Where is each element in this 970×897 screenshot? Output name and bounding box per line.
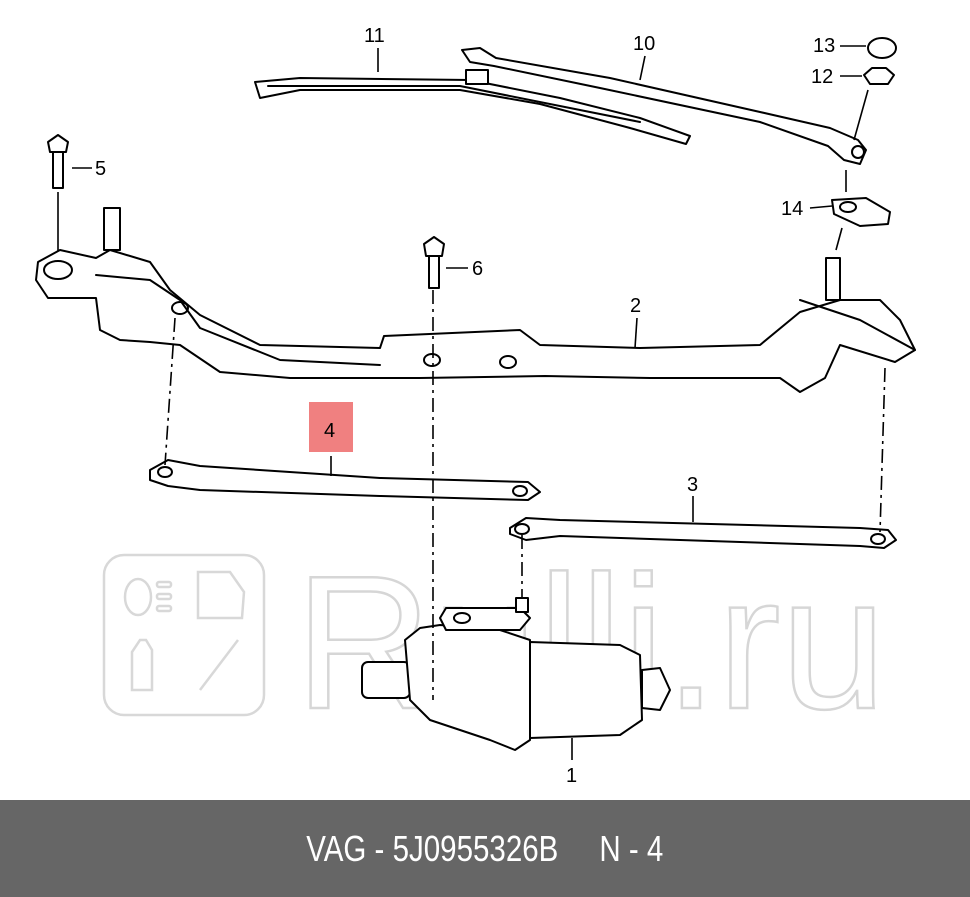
callout-4: 4 [324, 420, 335, 442]
leader-line [634, 317, 638, 349]
part-wiper-motor [361, 597, 671, 751]
parts-diagram: Rulli.ru [35, 25, 916, 787]
part-number-footer: VAG - 5J0955326B N - 4 [0, 800, 970, 897]
callout-10: 10 [633, 33, 655, 55]
alignment-line [164, 317, 176, 466]
part-number-label: VAG - 5J0955326B N - 4 [306, 827, 664, 869]
callout-3: 3 [687, 474, 698, 496]
callout-1: 1 [566, 765, 577, 787]
part-wiper-arm [461, 47, 867, 165]
part-bolt-5 [47, 134, 69, 258]
part-cap-and-nut [853, 37, 897, 141]
part-connecting-rod-3 [509, 517, 897, 549]
callout-6: 6 [472, 258, 483, 280]
alignment-line [879, 367, 886, 533]
callout-13: 13 [813, 35, 835, 57]
part-seal-washer [831, 170, 891, 251]
callout-11: 11 [364, 25, 385, 47]
callout-14: 14 [781, 198, 803, 220]
part-bolt-6 [423, 236, 445, 289]
highlight-box [309, 402, 353, 452]
callout-2: 2 [630, 295, 641, 317]
leader-line [639, 55, 646, 81]
callout-5: 5 [95, 158, 106, 180]
part-connecting-rod-4 [149, 459, 541, 501]
callout-12: 12 [811, 66, 833, 88]
leader-line [809, 205, 833, 209]
part-wiper-frame [35, 207, 916, 393]
